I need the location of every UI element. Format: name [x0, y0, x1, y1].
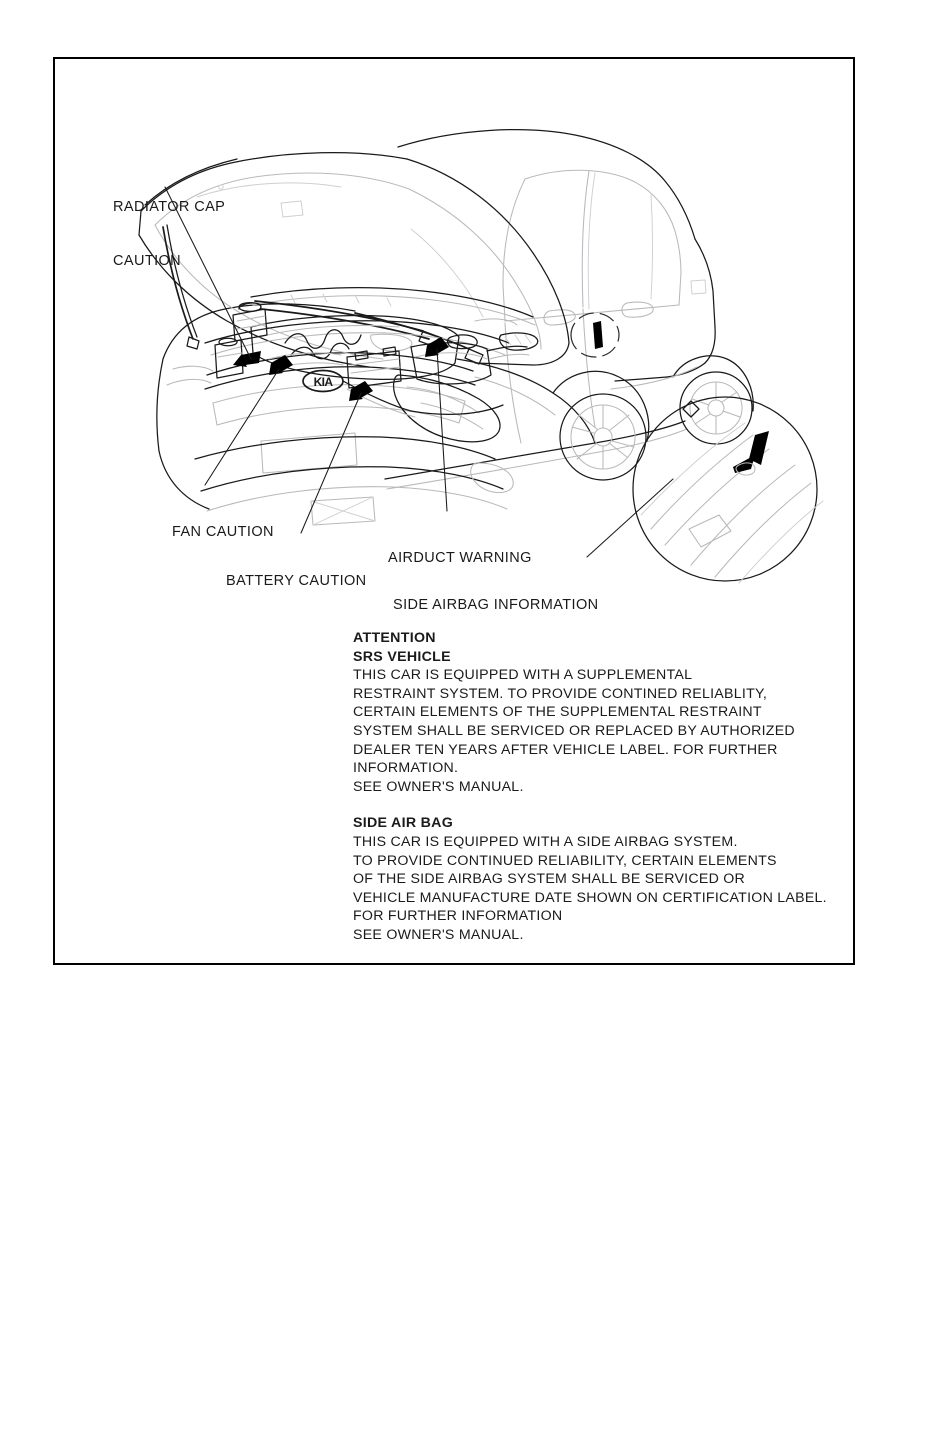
leader-side-airbag — [586, 478, 674, 558]
open-hood — [138, 151, 570, 368]
battery-component — [346, 346, 402, 389]
srs-body-line: SEE OWNER'S MANUAL. — [353, 778, 524, 795]
side-air-bag-heading: SIDE AIR BAG — [353, 815, 454, 832]
kia-badge-text: KIA — [314, 375, 334, 389]
side-air-bag-body-line: VEHICLE MANUFACTURE DATE SHOWN ON CERTIF… — [353, 889, 827, 906]
srs-body-line: CERTAIN ELEMENTS OF THE SUPPLEMENTAL RES… — [353, 704, 762, 721]
callout-airduct-warning-label: AIRDUCT WARNING — [388, 550, 532, 566]
srs-body-paragraph: THIS CAR IS EQUIPPED WITH A SUPPLEMENTAL… — [353, 666, 853, 796]
srs-body-line: RESTRAINT SYSTEM. TO PROVIDE CONTINED RE… — [353, 685, 768, 702]
vehicle-illustration: .s { fill:none; stroke:#1a1a1a; stroke-w… — [55, 59, 857, 619]
leader-airduct — [436, 348, 448, 512]
leader-lines — [164, 186, 674, 558]
callout-battery-caution: BATTERY CAUTION — [226, 536, 367, 626]
callout-radiator-cap-line1: RADIATOR CAP — [113, 199, 226, 215]
warning-notice-block: ATTENTION SRS VEHICLE THIS CAR IS EQUIPP… — [353, 629, 853, 945]
page-border-frame: .s { fill:none; stroke:#1a1a1a; stroke-w… — [53, 57, 855, 965]
washer-reservoir — [214, 337, 244, 379]
srs-body-line: SYSTEM SHALL BE SERVICED OR REPLACED BY … — [353, 722, 795, 739]
callout-fan-caution: FAN CAUTION — [172, 487, 274, 577]
side-airbag-detail-inset — [632, 396, 824, 584]
side-air-bag-body-line: TO PROVIDE CONTINUED RELIABILITY, CERTAI… — [353, 852, 777, 869]
side-air-bag-body-line: SEE OWNER'S MANUAL. — [353, 926, 524, 943]
callout-radiator-cap: RADIATOR CAP CAUTION — [113, 162, 225, 306]
hood-prop-rod — [162, 224, 200, 350]
callout-battery-caution-label: BATTERY CAUTION — [226, 573, 367, 589]
notice-section-gap — [353, 796, 853, 814]
side-air-bag-body-line: THIS CAR IS EQUIPPED WITH A SIDE AIRBAG … — [353, 833, 738, 850]
leader-battery — [300, 392, 362, 534]
side-air-bag-body-line: OF THE SIDE AIRBAG SYSTEM SHALL BE SERVI… — [353, 871, 746, 888]
callout-side-airbag-information-label: SIDE AIRBAG INFORMATION — [393, 597, 599, 613]
srs-body-line: INFORMATION. — [353, 760, 459, 777]
callout-arrow-markers — [233, 337, 449, 401]
srs-vehicle-heading: SRS VEHICLE — [353, 648, 451, 665]
car-body-outline — [384, 129, 754, 490]
callout-fan-caution-label: FAN CAUTION — [172, 524, 274, 540]
side-air-bag-body-paragraph: THIS CAR IS EQUIPPED WITH A SIDE AIRBAG … — [353, 833, 853, 945]
radiator-cap-component — [232, 301, 268, 342]
srs-body-line: DEALER TEN YEARS AFTER VEHICLE LABEL. FO… — [353, 741, 778, 758]
leader-fan — [204, 368, 280, 486]
attention-heading: ATTENTION — [353, 630, 436, 646]
kia-badge: KIA — [302, 369, 344, 393]
callout-airduct-warning: AIRDUCT WARNING — [388, 513, 532, 603]
leader-radiator-cap — [164, 186, 252, 360]
b-pillar-label-marker — [570, 312, 620, 358]
callout-side-airbag-information: SIDE AIRBAG INFORMATION — [393, 560, 599, 650]
srs-body-line: THIS CAR IS EQUIPPED WITH A SUPPLEMENTAL — [353, 667, 693, 684]
callout-radiator-cap-line2: CAUTION — [113, 253, 182, 269]
side-air-bag-body-line: FOR FURTHER INFORMATION — [353, 908, 563, 925]
